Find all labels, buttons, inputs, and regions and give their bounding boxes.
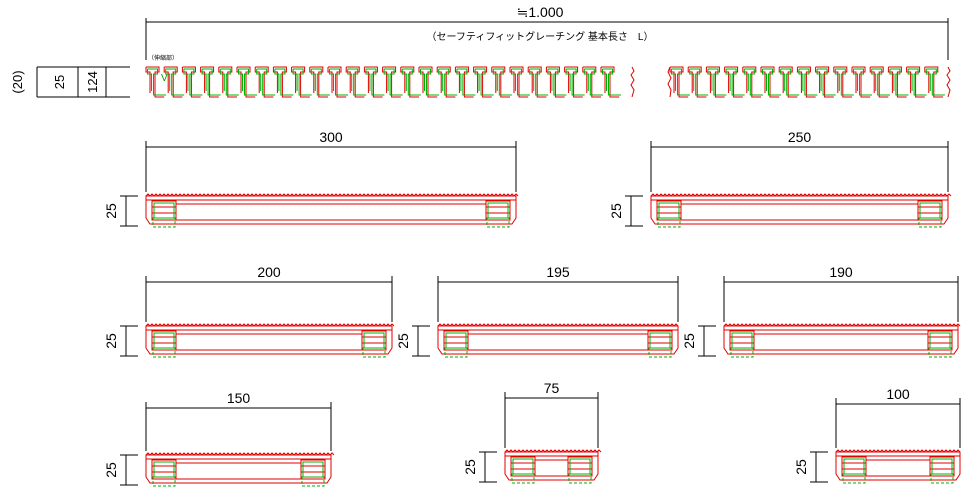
piece-width-label: 75 <box>544 380 560 396</box>
end-bracket <box>656 200 682 228</box>
expansion-label: （伸縮部） <box>148 54 178 62</box>
piece-width-label: 190 <box>829 264 853 280</box>
section-pieces: 300 25 250 25 200 25 195 25 190 25 150 25 75 25 100 25 <box>103 129 961 487</box>
piece-width-label: 100 <box>886 386 910 402</box>
inner-panel <box>865 459 931 477</box>
piece-height-label: 25 <box>395 333 411 349</box>
break-line <box>946 66 951 98</box>
piece-height-label: 25 <box>681 333 697 349</box>
end-bracket <box>841 456 867 484</box>
overall-dimension: ≒1.000 （セーフティフィットグレーチング 基本長さ L） （伸縮部） V <box>145 4 949 84</box>
overall-length-label: ≒1.000 <box>517 4 564 20</box>
serrated-edge <box>650 193 952 197</box>
piece-height-label: 25 <box>103 333 119 349</box>
serrated-edge <box>145 452 335 456</box>
section-piece: 300 25 <box>103 129 519 228</box>
piece-height-label: 25 <box>103 203 119 219</box>
break-line-start <box>667 66 672 98</box>
piece-width-label: 150 <box>227 390 251 406</box>
inner-panel <box>175 462 302 480</box>
serrated-edge <box>723 323 961 327</box>
section-piece: 200 25 <box>103 264 395 358</box>
dim-124-label: 124 <box>85 71 100 93</box>
section-piece: 195 25 <box>395 264 679 358</box>
piece-outline <box>145 325 393 355</box>
end-bracket <box>510 456 536 484</box>
expansion-marker: V <box>161 73 168 84</box>
top-side-dimensions: (20) 25 124 <box>10 66 130 98</box>
end-bracket <box>929 456 955 484</box>
piece-width-label: 195 <box>546 264 570 280</box>
piece-width-label: 250 <box>788 129 812 145</box>
end-bracket <box>567 456 593 484</box>
end-bracket <box>927 330 953 358</box>
end-bracket <box>151 200 177 228</box>
comb-right-segment <box>669 66 951 98</box>
end-bracket <box>917 200 943 228</box>
piece-height-label: 25 <box>793 459 809 475</box>
end-bracket <box>647 330 673 358</box>
comb-inner-line <box>671 68 945 96</box>
inner-panel <box>753 333 929 351</box>
serrated-edge <box>504 449 602 453</box>
end-bracket <box>485 200 511 228</box>
serrated-edge <box>145 323 395 327</box>
piece-height-label: 25 <box>608 203 624 219</box>
end-bracket <box>300 459 326 487</box>
comb-outline <box>669 66 943 98</box>
piece-outline <box>145 454 332 484</box>
inner-panel <box>534 459 569 477</box>
piece-outline <box>723 325 959 355</box>
grating-top-view <box>145 66 951 98</box>
basic-length-caption: （セーフティフィットグレーチング 基本長さ L） <box>427 30 654 43</box>
comb-inner-line <box>147 68 621 96</box>
break-line <box>630 66 635 98</box>
serrated-edge <box>437 323 679 327</box>
dim-20-label: (20) <box>10 70 25 93</box>
inner-panel <box>680 203 919 221</box>
piece-width-label: 200 <box>257 264 281 280</box>
inner-panel <box>467 333 649 351</box>
dim-25-label: 25 <box>52 75 67 89</box>
piece-outline <box>504 451 599 481</box>
end-bracket <box>443 330 469 358</box>
piece-height-label: 25 <box>462 459 478 475</box>
section-piece: 190 25 <box>681 264 961 358</box>
piece-height-label: 25 <box>103 462 119 478</box>
piece-outline <box>145 195 517 225</box>
section-piece: 250 25 <box>608 129 952 228</box>
serrated-edge <box>835 449 961 453</box>
section-piece: 100 25 <box>793 386 961 484</box>
section-piece: 150 25 <box>103 390 335 487</box>
piece-outline <box>650 195 949 225</box>
comb-left-segment <box>145 66 635 98</box>
end-bracket <box>151 330 177 358</box>
inner-panel <box>175 203 487 221</box>
section-piece: 75 25 <box>462 380 602 484</box>
serrated-edge <box>145 193 519 197</box>
end-bracket <box>151 459 177 487</box>
piece-width-label: 300 <box>319 129 343 145</box>
end-bracket <box>361 330 387 358</box>
end-bracket <box>729 330 755 358</box>
inner-panel <box>175 333 363 351</box>
